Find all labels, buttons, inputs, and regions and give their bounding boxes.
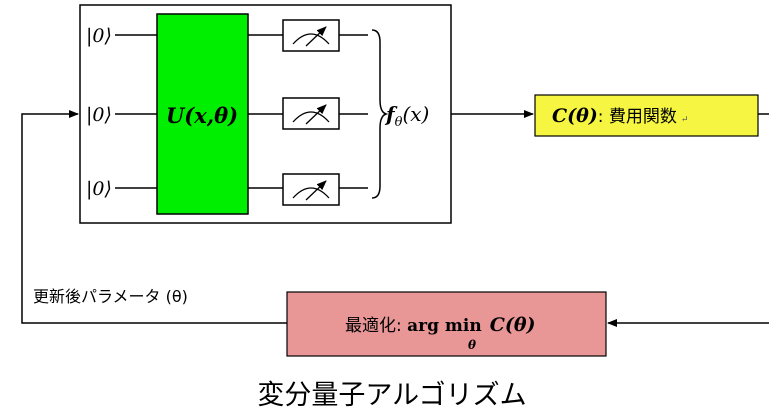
qubit-wires (115, 34, 368, 189)
qubit-label-1: |0⟩ (86, 25, 112, 47)
optimizer-subscript: θ (468, 338, 476, 352)
unitary-gate-label: U(x,θ) (166, 103, 238, 128)
optimizer-box (286, 291, 607, 357)
measurement-gate-3 (282, 173, 340, 206)
cost-function-label: C(θ): 費用関数↵ (552, 105, 688, 127)
measurement-gate-1 (282, 19, 340, 52)
unitary-gate (156, 13, 249, 215)
feedback-label: 更新後パラメータ (θ) (33, 287, 188, 306)
output-function-label: fθ(x) (384, 102, 429, 130)
measurement-gate-2 (282, 97, 340, 130)
qubit-label-2: |0⟩ (86, 104, 112, 126)
output-brace (371, 29, 389, 199)
diagram-caption: 変分量子アルゴリズム (257, 380, 526, 411)
cost-function-box (534, 94, 759, 137)
feedback-loop (21, 110, 287, 324)
qubit-label-3: |0⟩ (86, 178, 112, 200)
